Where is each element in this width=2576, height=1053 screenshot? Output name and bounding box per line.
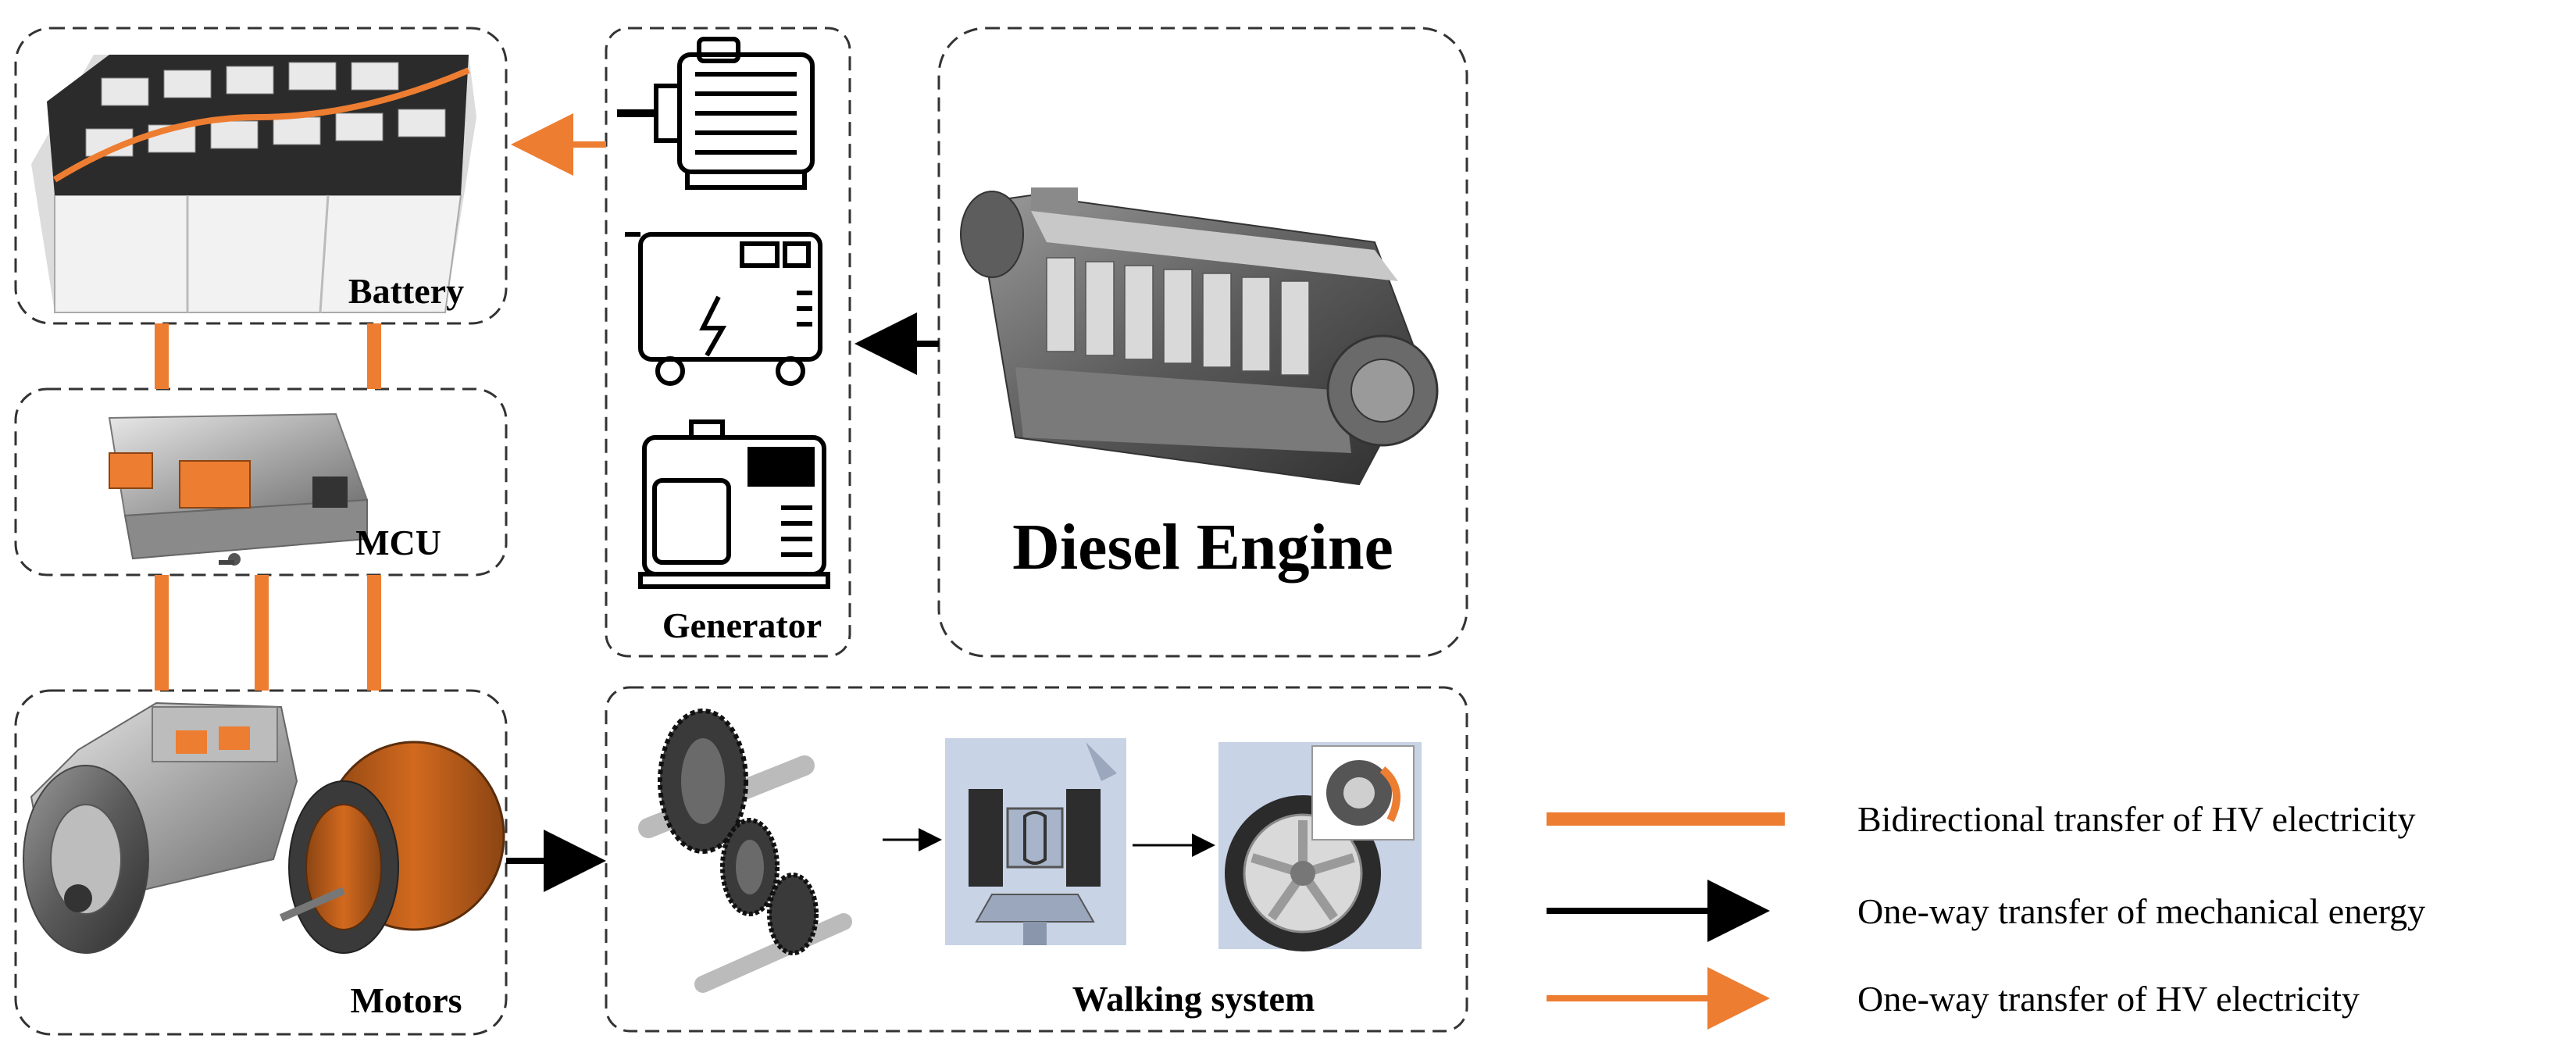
differential-image — [945, 738, 1126, 945]
motor-housing-image — [23, 701, 298, 954]
battery-pack-image — [31, 55, 476, 313]
legend-label-bidirectional-hv: Bidirectional transfer of HV electricity — [1857, 799, 2415, 839]
mcu-motors-link-mid — [255, 575, 269, 691]
legend-item-bidirectional-hv: Bidirectional transfer of HV electricity — [1547, 799, 2415, 839]
legend-item-one-way-hv: One-way transfer of HV electricity — [1547, 967, 2360, 1030]
battery-mcu-link-left — [155, 323, 169, 389]
diesel-engine-label: Diesel Engine — [1012, 511, 1393, 584]
mcu-label: MCU — [355, 523, 441, 562]
generator-label: Generator — [662, 605, 822, 645]
diesel-engine-box: Diesel Engine — [937, 27, 1468, 658]
legend: Bidirectional transfer of HV electricity… — [1547, 799, 2425, 1030]
mcu-image — [108, 412, 369, 566]
battery-mcu-link-right — [367, 323, 381, 389]
battery-box-border — [14, 27, 508, 325]
electric-motor-icon — [617, 37, 815, 190]
battery-box: Battery — [14, 27, 508, 325]
legend-label-mechanical: One-way transfer of mechanical energy — [1857, 891, 2425, 931]
legend-item-mechanical: One-way transfer of mechanical energy — [1547, 880, 2425, 942]
standby-generator-icon — [638, 419, 830, 589]
legend-label-one-way-hv: One-way transfer of HV electricity — [1857, 979, 2360, 1019]
gearbox-image — [638, 709, 852, 993]
motors-box: Motors — [14, 689, 508, 1036]
mcu-motors-link-left — [155, 575, 169, 691]
generator-box-border — [605, 27, 851, 658]
diesel-engine-image — [960, 187, 1439, 486]
wheel-image — [1218, 742, 1422, 951]
mcu-motors-link-right — [367, 575, 381, 691]
motor-stator-image — [279, 741, 505, 954]
walking-system-box: Walking system — [605, 686, 1468, 1033]
generator-box: Generator — [605, 27, 851, 658]
walking-system-label: Walking system — [1072, 979, 1315, 1019]
portable-generator-icon — [625, 232, 822, 386]
walking-system-box-border — [605, 686, 1468, 1033]
legend-orange-bar-swatch — [1547, 812, 1785, 826]
battery-label: Battery — [348, 271, 464, 311]
mcu-box: MCU — [14, 387, 508, 576]
motors-label: Motors — [350, 980, 462, 1020]
